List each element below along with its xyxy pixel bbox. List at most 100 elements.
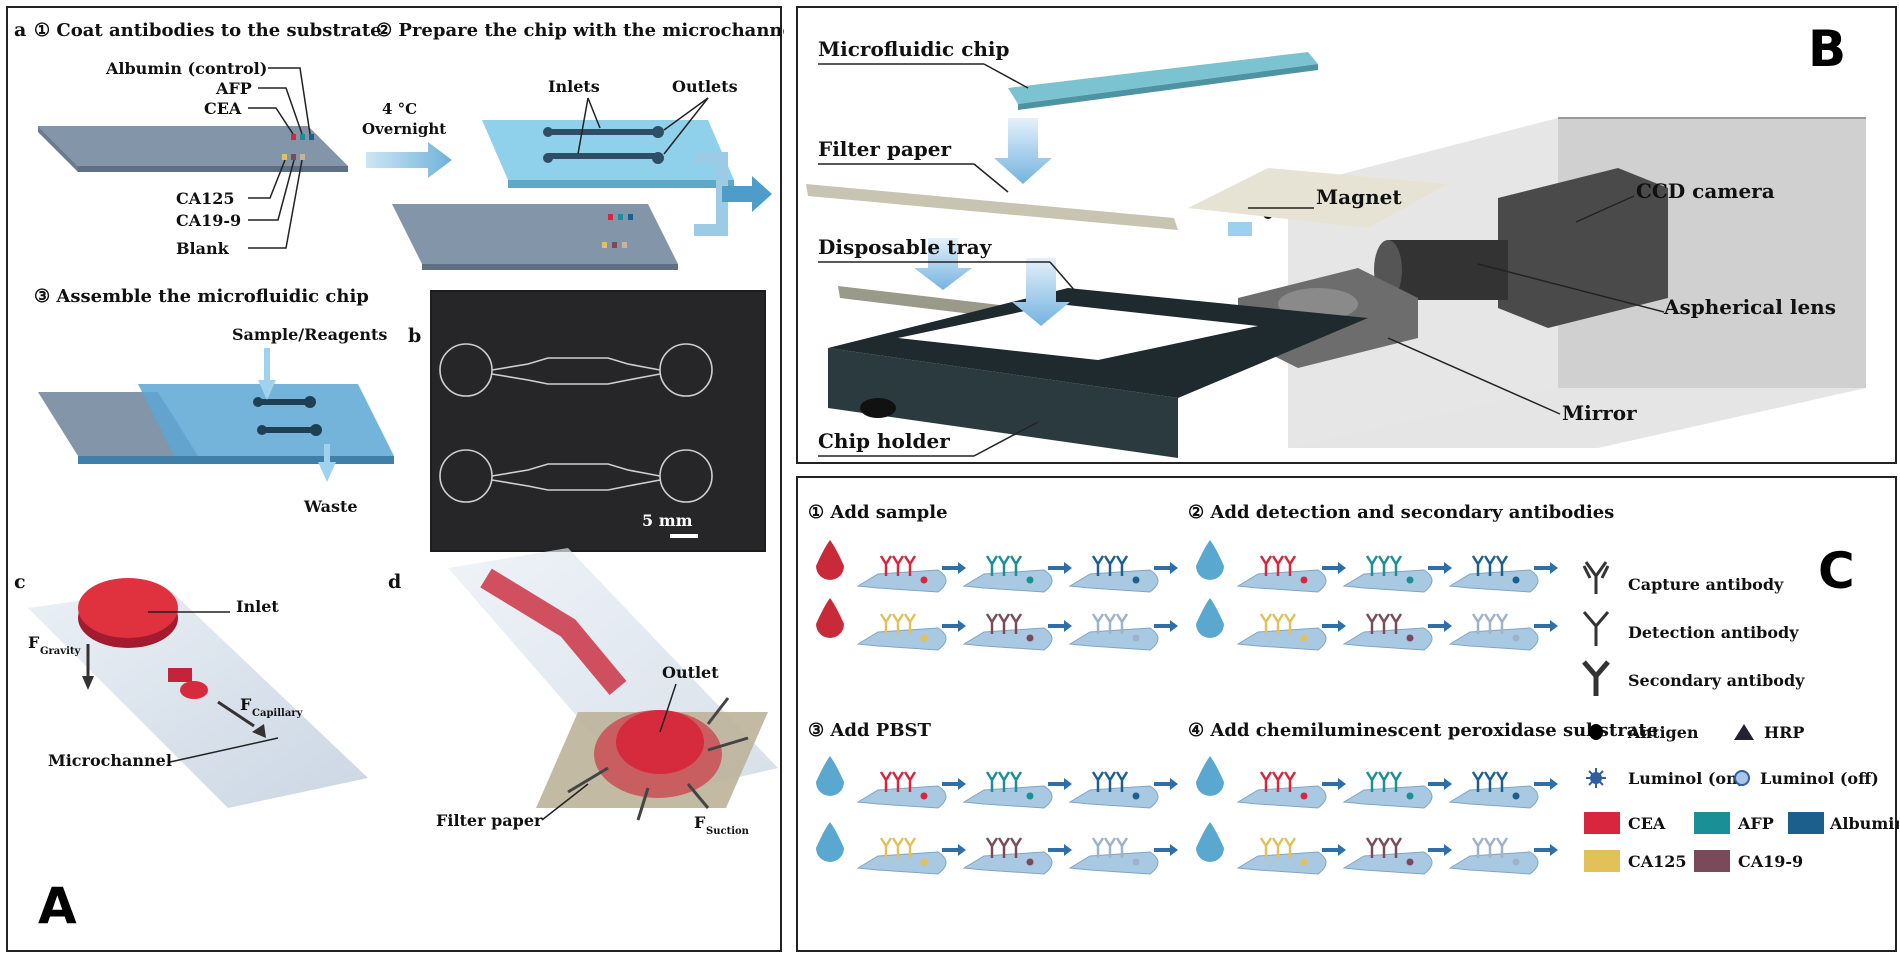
antibody-icon <box>903 555 917 576</box>
outlet-3d <box>448 548 778 808</box>
label-b: b <box>408 325 421 347</box>
antibody-icon <box>997 837 1011 858</box>
antibody-icon <box>1389 771 1403 792</box>
swatch-afp <box>1694 812 1730 834</box>
step3-title: ③ Assemble the microfluidic chip <box>34 286 369 307</box>
antigen-dot <box>1406 858 1414 866</box>
antibody-icon <box>1365 613 1379 634</box>
antigen-dot <box>1406 792 1414 800</box>
luminol-on-icon <box>1586 768 1606 788</box>
legend-antigen: Antigen <box>1627 723 1699 742</box>
luminol-off-icon <box>1734 770 1750 786</box>
antibody-icon <box>1271 771 1285 792</box>
filter-paper-sheet <box>1188 168 1448 228</box>
cea-label: CEA <box>204 99 242 118</box>
inlets-label: Inlets <box>548 77 600 96</box>
antibody-icon <box>1009 771 1023 792</box>
legend: Capture antibody Detection antibody Seco… <box>1582 561 1899 872</box>
antibody-icon <box>1103 555 1117 576</box>
fgravity-label: F <box>28 633 40 652</box>
antibody-icon <box>1259 555 1273 576</box>
combine-arrow <box>722 176 772 212</box>
antibody-icon <box>879 613 893 634</box>
panel-letter-b: B <box>1808 20 1846 78</box>
flow-arrow <box>1428 844 1452 856</box>
overnight-label: Overnight <box>362 120 446 138</box>
chip-photo <box>430 290 766 552</box>
antigen-dot <box>1406 634 1414 642</box>
flow-arrow <box>1534 844 1558 856</box>
channel-segment <box>856 627 947 651</box>
channel-rows <box>816 540 1558 875</box>
antibody-icon <box>985 771 999 792</box>
channel-segment <box>856 569 947 593</box>
antibody-icon <box>1271 555 1285 576</box>
inlet-label: Inlet <box>236 597 279 616</box>
flow-arrow <box>942 778 966 790</box>
channel-segment <box>962 569 1053 593</box>
antibody-icon <box>1259 613 1273 634</box>
label-disposable-tray: Disposable tray <box>818 235 993 259</box>
microchannel-label: Microchannel <box>48 751 172 770</box>
sample-label: Sample/Reagents <box>232 325 387 344</box>
label-filter-paper: Filter paper <box>818 137 952 161</box>
antibody-icon <box>1377 837 1391 858</box>
flow-arrow <box>1154 620 1178 632</box>
outlets-label: Outlets <box>672 77 738 96</box>
flow-arrow <box>1428 620 1452 632</box>
antibody-icon <box>1115 771 1129 792</box>
antigen-icon <box>1589 724 1603 740</box>
channel-segment <box>1236 569 1327 593</box>
antibody-icon <box>1283 613 1297 634</box>
legend-cea: CEA <box>1628 814 1666 833</box>
antibody-icon <box>1471 837 1485 858</box>
antibody-icon <box>1091 837 1105 858</box>
antibody-icon <box>985 613 999 634</box>
antibody-icon <box>1009 613 1023 634</box>
flow-arrow <box>1048 562 1072 574</box>
filter-paper-strip <box>806 184 1178 230</box>
down-arrow-3 <box>1012 258 1070 326</box>
antibody-icon <box>1009 837 1023 858</box>
channel-segment <box>856 785 947 809</box>
channel-segment <box>1448 785 1539 809</box>
drop-icon <box>1196 822 1224 862</box>
channel-segment <box>1068 785 1159 809</box>
drop-icon <box>1196 540 1224 580</box>
antibody-icon <box>1365 837 1379 858</box>
flow-arrow <box>1322 562 1346 574</box>
down-arrow-1 <box>994 118 1052 184</box>
antibody-icon <box>1471 613 1485 634</box>
antibody-icon <box>1283 555 1297 576</box>
antibody-icon <box>1009 555 1023 576</box>
antigen-dot <box>1026 792 1034 800</box>
legend-capture: Capture antibody <box>1628 575 1784 594</box>
antigen-dot <box>1300 634 1308 642</box>
filter-paper-label: Filter paper <box>436 811 543 830</box>
swatch-ca125 <box>1584 850 1620 872</box>
label-mirror: Mirror <box>1562 401 1637 425</box>
antigen-dot <box>1512 634 1520 642</box>
antigen-dot <box>1026 858 1034 866</box>
down-arrow-2 <box>914 238 972 290</box>
antibody-icon <box>1115 613 1129 634</box>
flow-arrow <box>1322 778 1346 790</box>
panel-a-svg: a ① Coat antibodies to the substrate ② P… <box>14 19 784 935</box>
antigen-dot <box>1512 858 1520 866</box>
channel-segment <box>1342 851 1433 875</box>
label-c: c <box>14 571 26 593</box>
antibody-icon <box>891 555 905 576</box>
waste-label: Waste <box>303 497 358 516</box>
ca199-label: CA19-9 <box>176 211 241 230</box>
label-magnet: Magnet <box>1316 185 1402 209</box>
antibody-icon <box>1103 613 1117 634</box>
flow-arrow <box>1048 844 1072 856</box>
flow-arrow <box>1154 562 1178 574</box>
flow-arrow <box>1322 844 1346 856</box>
fgravity-sub: Gravity <box>40 646 82 657</box>
swatch-cea <box>1584 812 1620 834</box>
channel-segment <box>1236 785 1327 809</box>
channel-segment <box>1068 569 1159 593</box>
antibody-icon <box>1495 837 1509 858</box>
flow-arrow <box>1154 844 1178 856</box>
